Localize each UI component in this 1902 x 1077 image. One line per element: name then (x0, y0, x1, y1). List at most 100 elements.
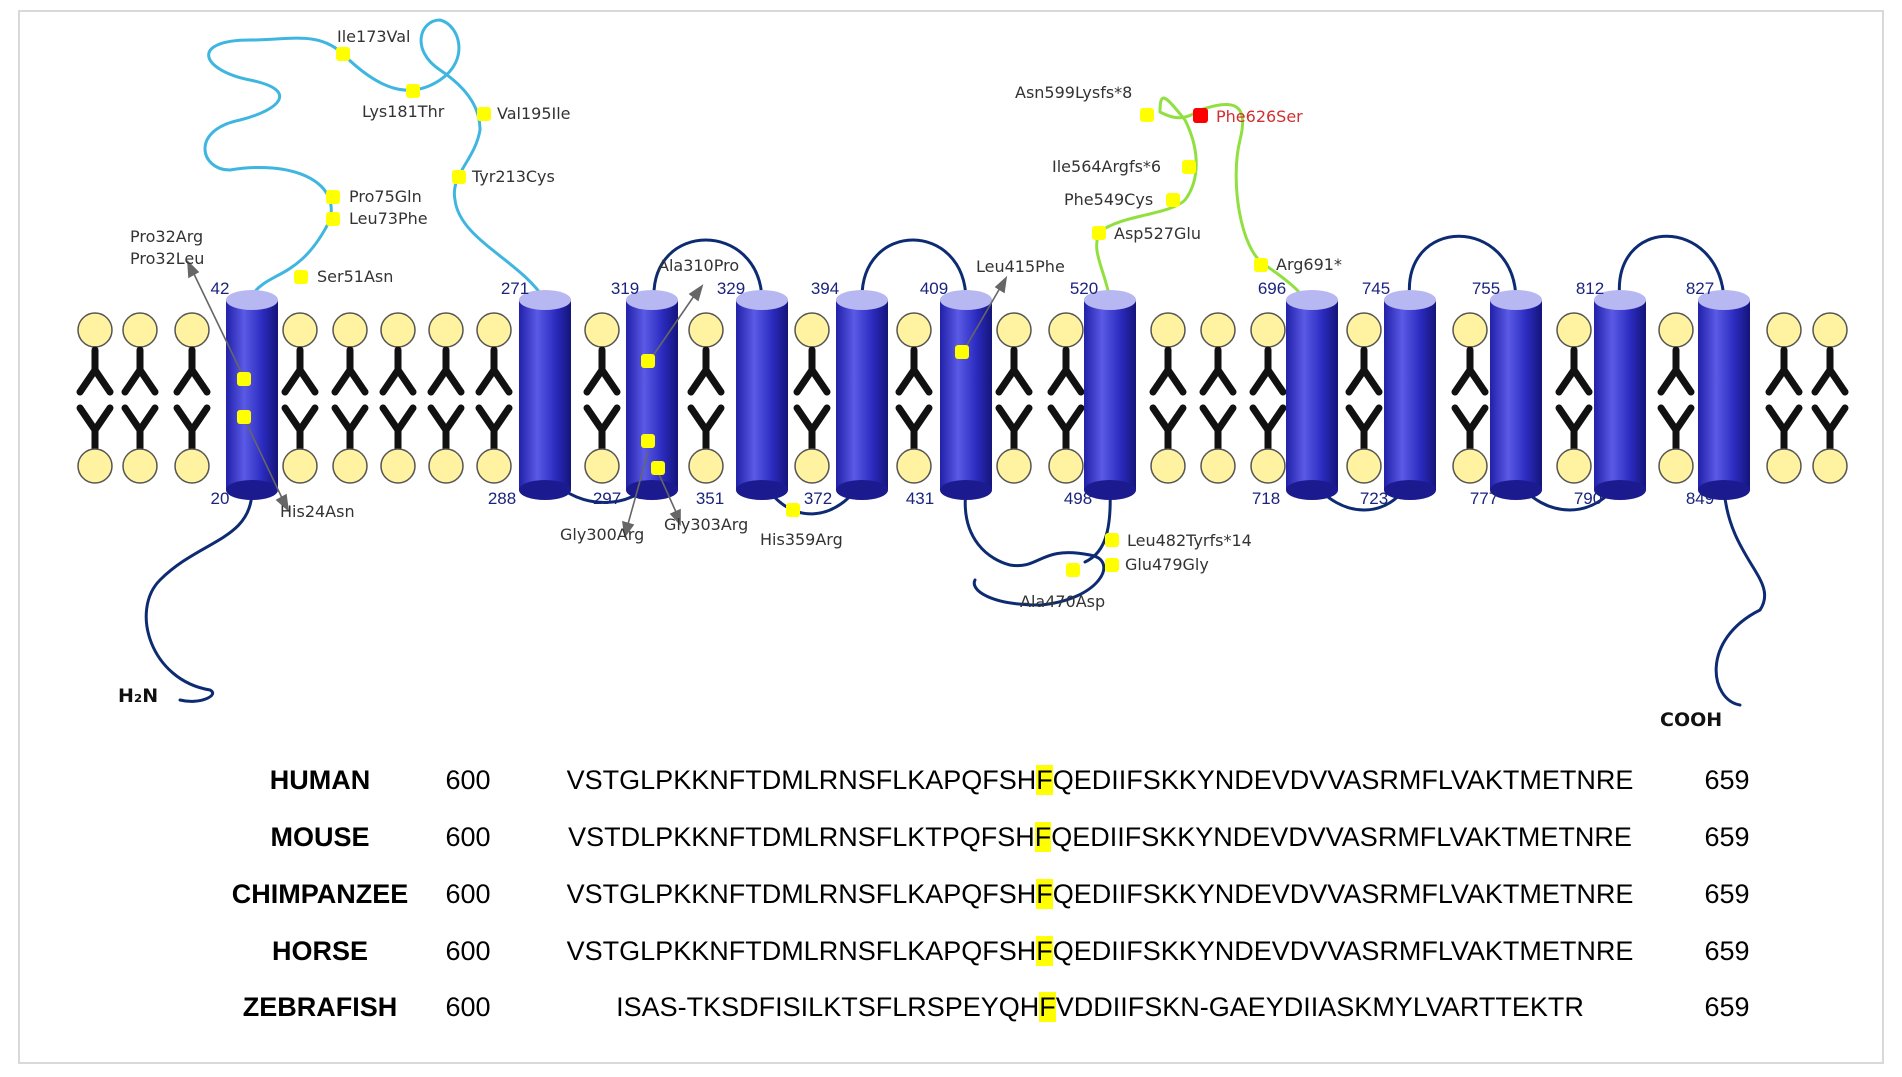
helix-body (1084, 300, 1136, 490)
helix-cap (519, 290, 571, 310)
lipid-head (1658, 448, 1694, 484)
lipid-tail (76, 404, 114, 452)
transmembrane-helix (519, 290, 571, 500)
transmembrane-helix (836, 290, 888, 500)
mutation-marker[interactable] (1092, 226, 1106, 240)
mutation-marker[interactable] (1105, 558, 1119, 572)
mutation-marker[interactable] (406, 84, 420, 98)
mutation-marker[interactable] (326, 212, 340, 226)
mutation-marker[interactable] (641, 434, 655, 448)
mutation-marker[interactable] (1254, 258, 1268, 272)
lipid-head (1812, 448, 1848, 484)
helix-number-bottom: 790 (1574, 489, 1602, 508)
extracellular-loop-4 (1095, 96, 1307, 302)
helix-cap (836, 290, 888, 310)
mutation-marker[interactable] (237, 410, 251, 424)
n-terminal-tail (144, 488, 254, 703)
lipid-tail (1811, 346, 1849, 396)
helix-cap (1594, 290, 1646, 310)
helix-base (519, 480, 571, 500)
mutation-marker[interactable] (1066, 563, 1080, 577)
lipid-head (1452, 448, 1488, 484)
helix-number-top: 394 (811, 279, 839, 298)
helix-cap (1490, 290, 1542, 310)
mutation-label: Leu482Tyrfs*14 (1127, 531, 1252, 550)
mutation-marker[interactable] (326, 190, 340, 204)
lipid-tail (281, 346, 319, 396)
lipid-tail (1149, 346, 1187, 396)
mutation-marker[interactable] (1105, 533, 1119, 547)
helix-base (736, 480, 788, 500)
helix-number-bottom: 777 (1470, 489, 1498, 508)
mutation-marker-highlight[interactable] (1193, 108, 1208, 123)
helix-number-top: 755 (1472, 279, 1500, 298)
helix-cap (940, 290, 992, 310)
helix-body (1286, 300, 1338, 490)
mutation-label: Lys181Thr (362, 102, 445, 121)
lipid-head (476, 448, 512, 484)
lipid-tail (687, 346, 725, 396)
arrowhead (994, 275, 1008, 294)
mutation-marker[interactable] (786, 503, 800, 517)
mutation-label: Ile564Argfs*6 (1052, 157, 1161, 176)
transmembrane-helix (736, 290, 788, 500)
mutation-marker[interactable] (336, 47, 350, 61)
helix-number-top: 745 (1362, 279, 1390, 298)
mutation-label: Leu415Phe (976, 257, 1065, 276)
lipid-head (688, 448, 724, 484)
mutation-marker[interactable] (294, 270, 308, 284)
helix-body (1384, 300, 1436, 490)
helix-number-bottom: 297 (593, 489, 621, 508)
aligned-sequence: VSTGLPKKNFTDMLRNSFLKAPQFSHFQEDIIFSKKYNDE… (520, 927, 1680, 975)
aligned-sequence: VSTGLPKKNFTDMLRNSFLKAPQFSHFQEDIIFSKKYNDE… (520, 870, 1680, 918)
lipid-tail (331, 346, 369, 396)
mutation-label: Ala470Asp (1020, 592, 1105, 611)
mutation-label: Glu479Gly (1125, 555, 1209, 574)
transmembrane-helix (226, 290, 278, 500)
lipid-tail (995, 404, 1033, 452)
helix-number-bottom: 288 (488, 489, 516, 508)
mutation-marker[interactable] (641, 354, 655, 368)
sequence-segment: QEDIIFSKKYNDEVDVVASRMFLVAKTMETNRE (1052, 765, 1634, 795)
mutation-marker[interactable] (477, 107, 491, 121)
mutation-marker[interactable] (1166, 193, 1180, 207)
transmembrane-helix (1698, 290, 1750, 500)
extracellular-loop-2 (652, 238, 764, 302)
mutation-marker[interactable] (237, 372, 251, 386)
pointer-arrow (649, 295, 695, 361)
helix-number-bottom: 849 (1686, 489, 1714, 508)
lipid-tail (121, 346, 159, 396)
lipid-tail (475, 404, 513, 452)
extracellular-loop-5 (1407, 234, 1518, 302)
sequence-segment: VSTGLPKKNFTDMLRNSFLKAPQFSH (566, 879, 1037, 909)
lipid-tail (379, 346, 417, 396)
lipid-tail (1345, 346, 1383, 396)
lipid-tail (281, 404, 319, 452)
mutation-marker[interactable] (1182, 160, 1196, 174)
aligned-sequence: VSTGLPKKNFTDMLRNSFLKAPQFSHFQEDIIFSKKYNDE… (520, 756, 1680, 804)
sequence-segment: VSTGLPKKNFTDMLRNSFLKAPQFSH (566, 765, 1037, 795)
intracellular-loop-3b (1083, 488, 1112, 564)
mutation-marker[interactable] (955, 345, 969, 359)
sequence-start-position: 600 (445, 765, 491, 795)
pointer-arrow (193, 273, 245, 379)
helix-number-bottom: 20 (211, 489, 230, 508)
mutation-marker[interactable] (651, 461, 665, 475)
transmembrane-helix (1084, 290, 1136, 500)
lipid-tail (1451, 404, 1489, 452)
lipid-tail (1555, 404, 1593, 452)
helix-number-top: 409 (920, 279, 948, 298)
helix-number-bottom: 498 (1064, 489, 1092, 508)
mutation-marker[interactable] (452, 170, 466, 184)
pointer-arrow (243, 417, 283, 499)
helix-cap (1084, 290, 1136, 310)
lipid-tail (331, 404, 369, 452)
mutation-marker[interactable] (1140, 108, 1154, 122)
helix-number-bottom: 351 (696, 489, 724, 508)
lipid-tail (121, 404, 159, 452)
helix-base (226, 480, 278, 500)
